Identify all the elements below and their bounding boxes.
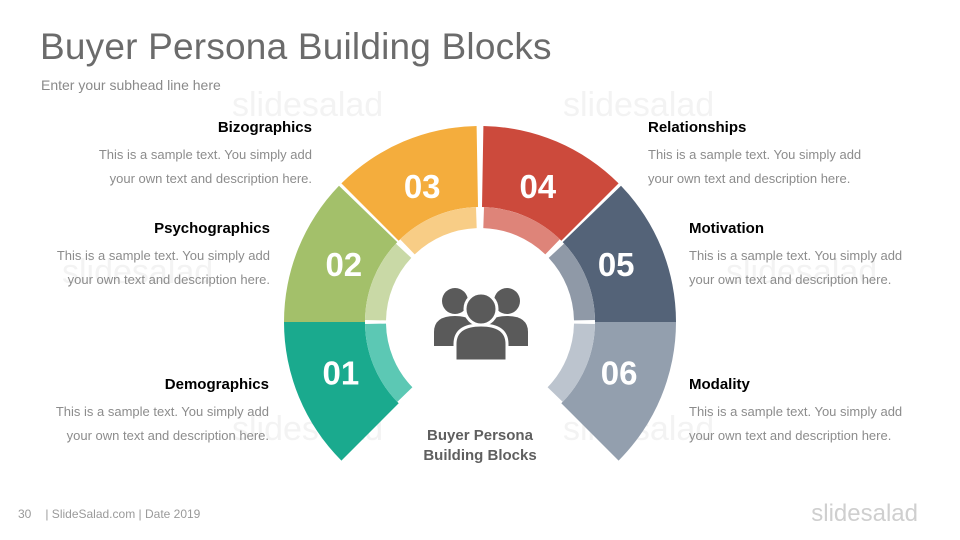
- block-02-description: This is a sample text. You simply add yo…: [0, 244, 270, 292]
- segment-02-inner-band: [365, 243, 412, 321]
- block-04-line-2: your own text and description here.: [648, 171, 851, 186]
- group-people-icon: [434, 288, 528, 363]
- block-06-heading: Modality: [689, 376, 750, 393]
- slide-title: Buyer Persona Building Blocks: [40, 26, 552, 67]
- segment-06-inner-band: [547, 323, 595, 402]
- center-label-line-2: Building Blocks: [423, 447, 537, 464]
- slide-subhead: Enter your subhead line here: [41, 77, 221, 93]
- block-01-description: This is a sample text. You simply add yo…: [0, 400, 269, 448]
- page-number: 30: [18, 507, 32, 521]
- block-03-description: This is a sample text. You simply add yo…: [40, 143, 312, 191]
- block-02-line-1: This is a sample text. You simply add: [56, 248, 270, 263]
- segment-01-number: 01: [323, 355, 360, 392]
- center-label-line-1: Buyer Persona: [427, 427, 533, 444]
- block-02-line-2: your own text and description here.: [67, 272, 270, 287]
- center-label: Buyer Persona Building Blocks: [400, 426, 560, 466]
- segment-01-inner-band: [365, 323, 413, 402]
- footer-source: | SlideSalad.com | Date 2019: [45, 507, 201, 521]
- watermark-1: slidesalad: [232, 86, 383, 124]
- segment-05: [562, 185, 676, 322]
- segment-03-number: 03: [404, 168, 441, 205]
- block-03-line-1: This is a sample text. You simply add: [98, 147, 312, 162]
- block-01-line-2: your own text and description here.: [66, 428, 269, 443]
- segments-group: 01 02 03 04 05 06: [283, 126, 676, 461]
- segment-03-inner-band: [400, 207, 477, 255]
- block-05-line-1: This is a sample text. You simply add: [689, 248, 903, 263]
- block-04-description: This is a sample text. You simply add yo…: [648, 143, 861, 191]
- block-05-line-2: your own text and description here.: [689, 272, 892, 287]
- block-03-heading: Bizographics: [217, 119, 312, 136]
- segment-01: [284, 322, 399, 461]
- block-06-description: This is a sample text. You simply add yo…: [689, 400, 902, 448]
- segment-04-number: 04: [519, 168, 556, 205]
- block-06-line-2: your own text and description here.: [689, 428, 892, 443]
- block-01-heading: Demographics: [164, 376, 269, 393]
- segment-03: [341, 126, 478, 241]
- segment-06-number: 06: [601, 355, 638, 392]
- watermark-3: slidesalad: [62, 253, 213, 291]
- watermarks: slidesalad slidesalad slidesalad slidesa…: [62, 86, 877, 448]
- segment-05-inner-band: [548, 243, 595, 321]
- slidesalad-logo: slidesalad: [811, 500, 918, 527]
- footer: 30 | SlideSalad.com | Date 2019: [18, 507, 200, 521]
- segment-04-inner-band: [483, 207, 560, 255]
- segment-05-number: 05: [598, 246, 635, 283]
- block-01-line-1: This is a sample text. You simply add: [55, 404, 269, 419]
- segment-04: [482, 126, 619, 241]
- block-02-heading: Psychographics: [154, 220, 270, 237]
- segment-06: [561, 322, 676, 461]
- block-05-description: This is a sample text. You simply add yo…: [689, 244, 902, 292]
- block-05-heading: Motivation: [689, 220, 764, 237]
- segment-02-number: 02: [325, 246, 362, 283]
- block-03-line-2: your own text and description here.: [109, 171, 312, 186]
- segment-02: [283, 185, 398, 322]
- watermark-4: slidesalad: [726, 253, 877, 291]
- block-04-heading: Relationships: [648, 119, 747, 136]
- block-06-line-1: This is a sample text. You simply add: [689, 404, 903, 419]
- watermark-2: slidesalad: [563, 86, 714, 124]
- block-04-line-1: This is a sample text. You simply add: [648, 147, 862, 162]
